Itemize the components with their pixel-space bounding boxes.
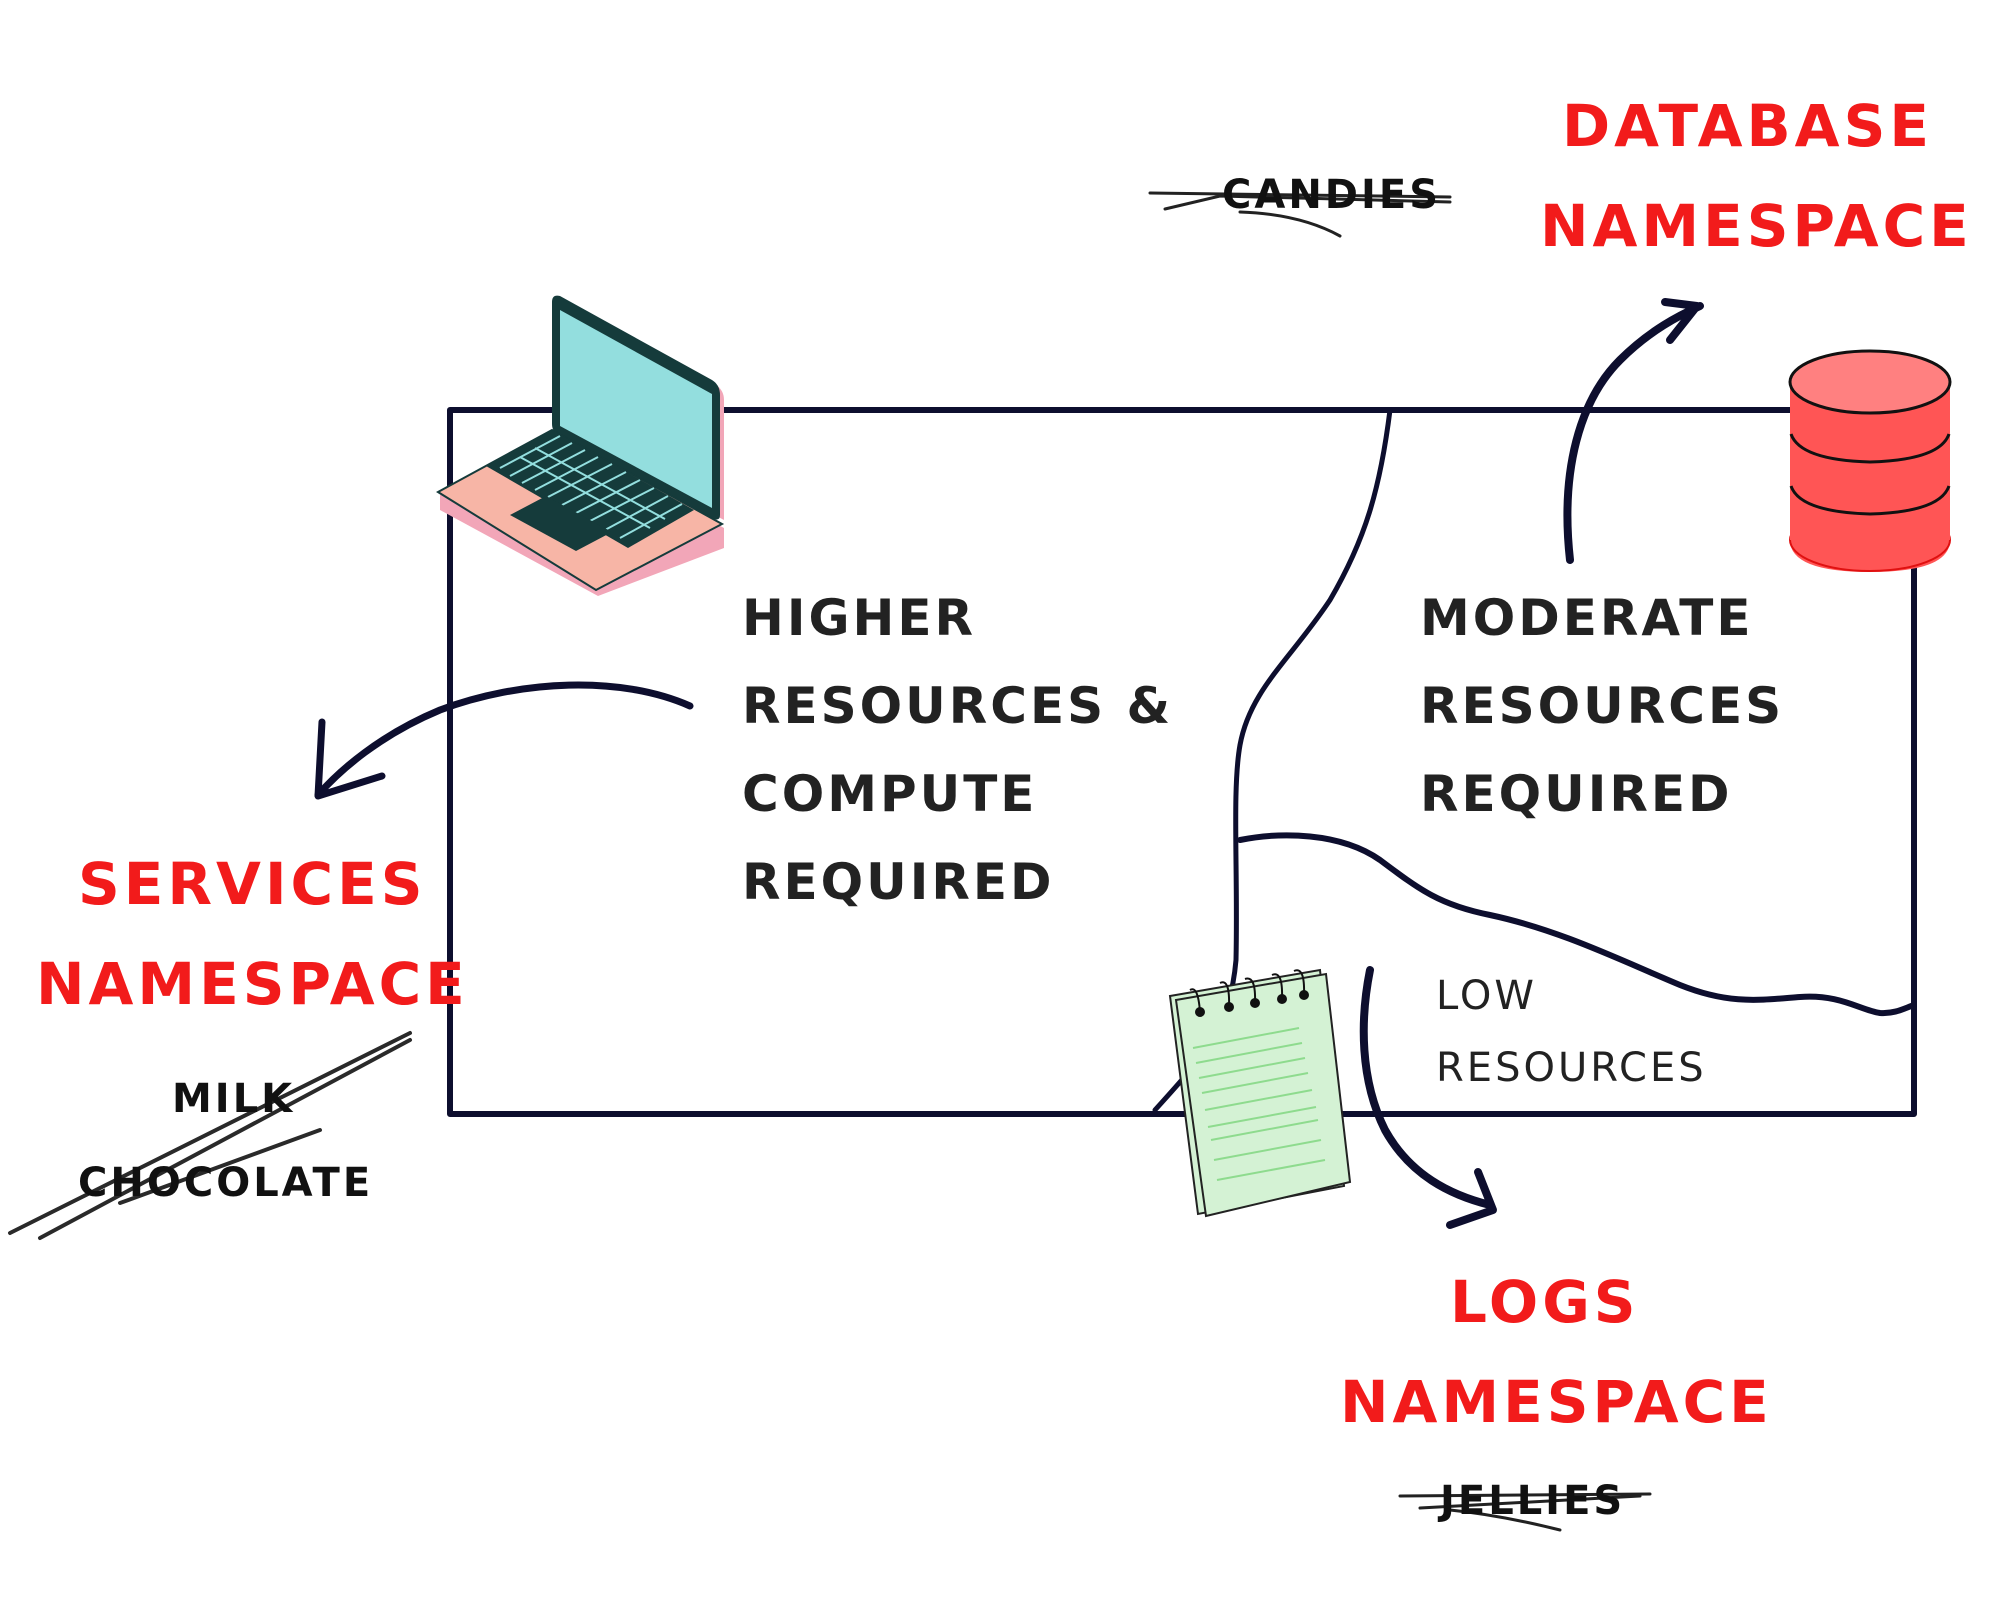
- services-namespace-line: SERVICES: [78, 850, 427, 918]
- laptop-icon: [436, 295, 725, 596]
- crossed-out-candies: CANDIES: [1222, 172, 1442, 218]
- arrow-to-logs: [1359, 966, 1497, 1229]
- region-label-moderate: MODERATE RESOURCES REQUIRED: [1420, 574, 1784, 838]
- strike-candies: [1148, 191, 1452, 238]
- services-namespace-line: NAMESPACE: [36, 950, 469, 1018]
- logs-namespace-line: LOGS: [1450, 1268, 1640, 1336]
- arrow-to-services: [314, 681, 694, 800]
- region-high-line: HIGHER: [742, 589, 976, 647]
- region-high-line: RESOURCES &: [742, 677, 1174, 735]
- strike-jellies: [1398, 1492, 1652, 1532]
- notepad-icon: [1168, 968, 1352, 1218]
- region-high-line: REQUIRED: [742, 853, 1055, 911]
- arrow-to-database: [1563, 298, 1704, 564]
- region-label-low: LOW RESOURCES: [1436, 960, 1707, 1104]
- region-moderate-line: RESOURCES: [1420, 677, 1785, 735]
- database-namespace-line: NAMESPACE: [1540, 192, 1973, 260]
- region-high-line: COMPUTE: [742, 765, 1038, 823]
- cluster-boundary: [447, 407, 1917, 1117]
- region-divider-horizontal: [1237, 832, 1917, 1017]
- region-moderate-line: MODERATE: [1420, 589, 1754, 647]
- region-low-line: RESOURCES: [1436, 1045, 1707, 1091]
- strike-milk-chocolate: [8, 1031, 412, 1240]
- database-namespace-line: DATABASE: [1562, 92, 1933, 160]
- region-label-high: HIGHER RESOURCES & COMPUTE REQUIRED: [742, 574, 1173, 926]
- region-moderate-line: REQUIRED: [1420, 765, 1733, 823]
- crossed-out-jellies: JELLIES: [1440, 1478, 1626, 1524]
- region-low-line: LOW: [1436, 973, 1537, 1019]
- namespace-label-services: SERVICES NAMESPACE: [36, 834, 469, 1034]
- crossed-out-milk: MILK: [172, 1076, 296, 1122]
- namespace-label-logs: LOGS NAMESPACE: [1340, 1252, 1773, 1452]
- crossed-out-chocolate: CHOCOLATE: [78, 1160, 374, 1206]
- logs-namespace-line: NAMESPACE: [1340, 1368, 1773, 1436]
- database-icon: [1788, 349, 1952, 572]
- namespace-label-database: DATABASE NAMESPACE: [1540, 76, 1973, 276]
